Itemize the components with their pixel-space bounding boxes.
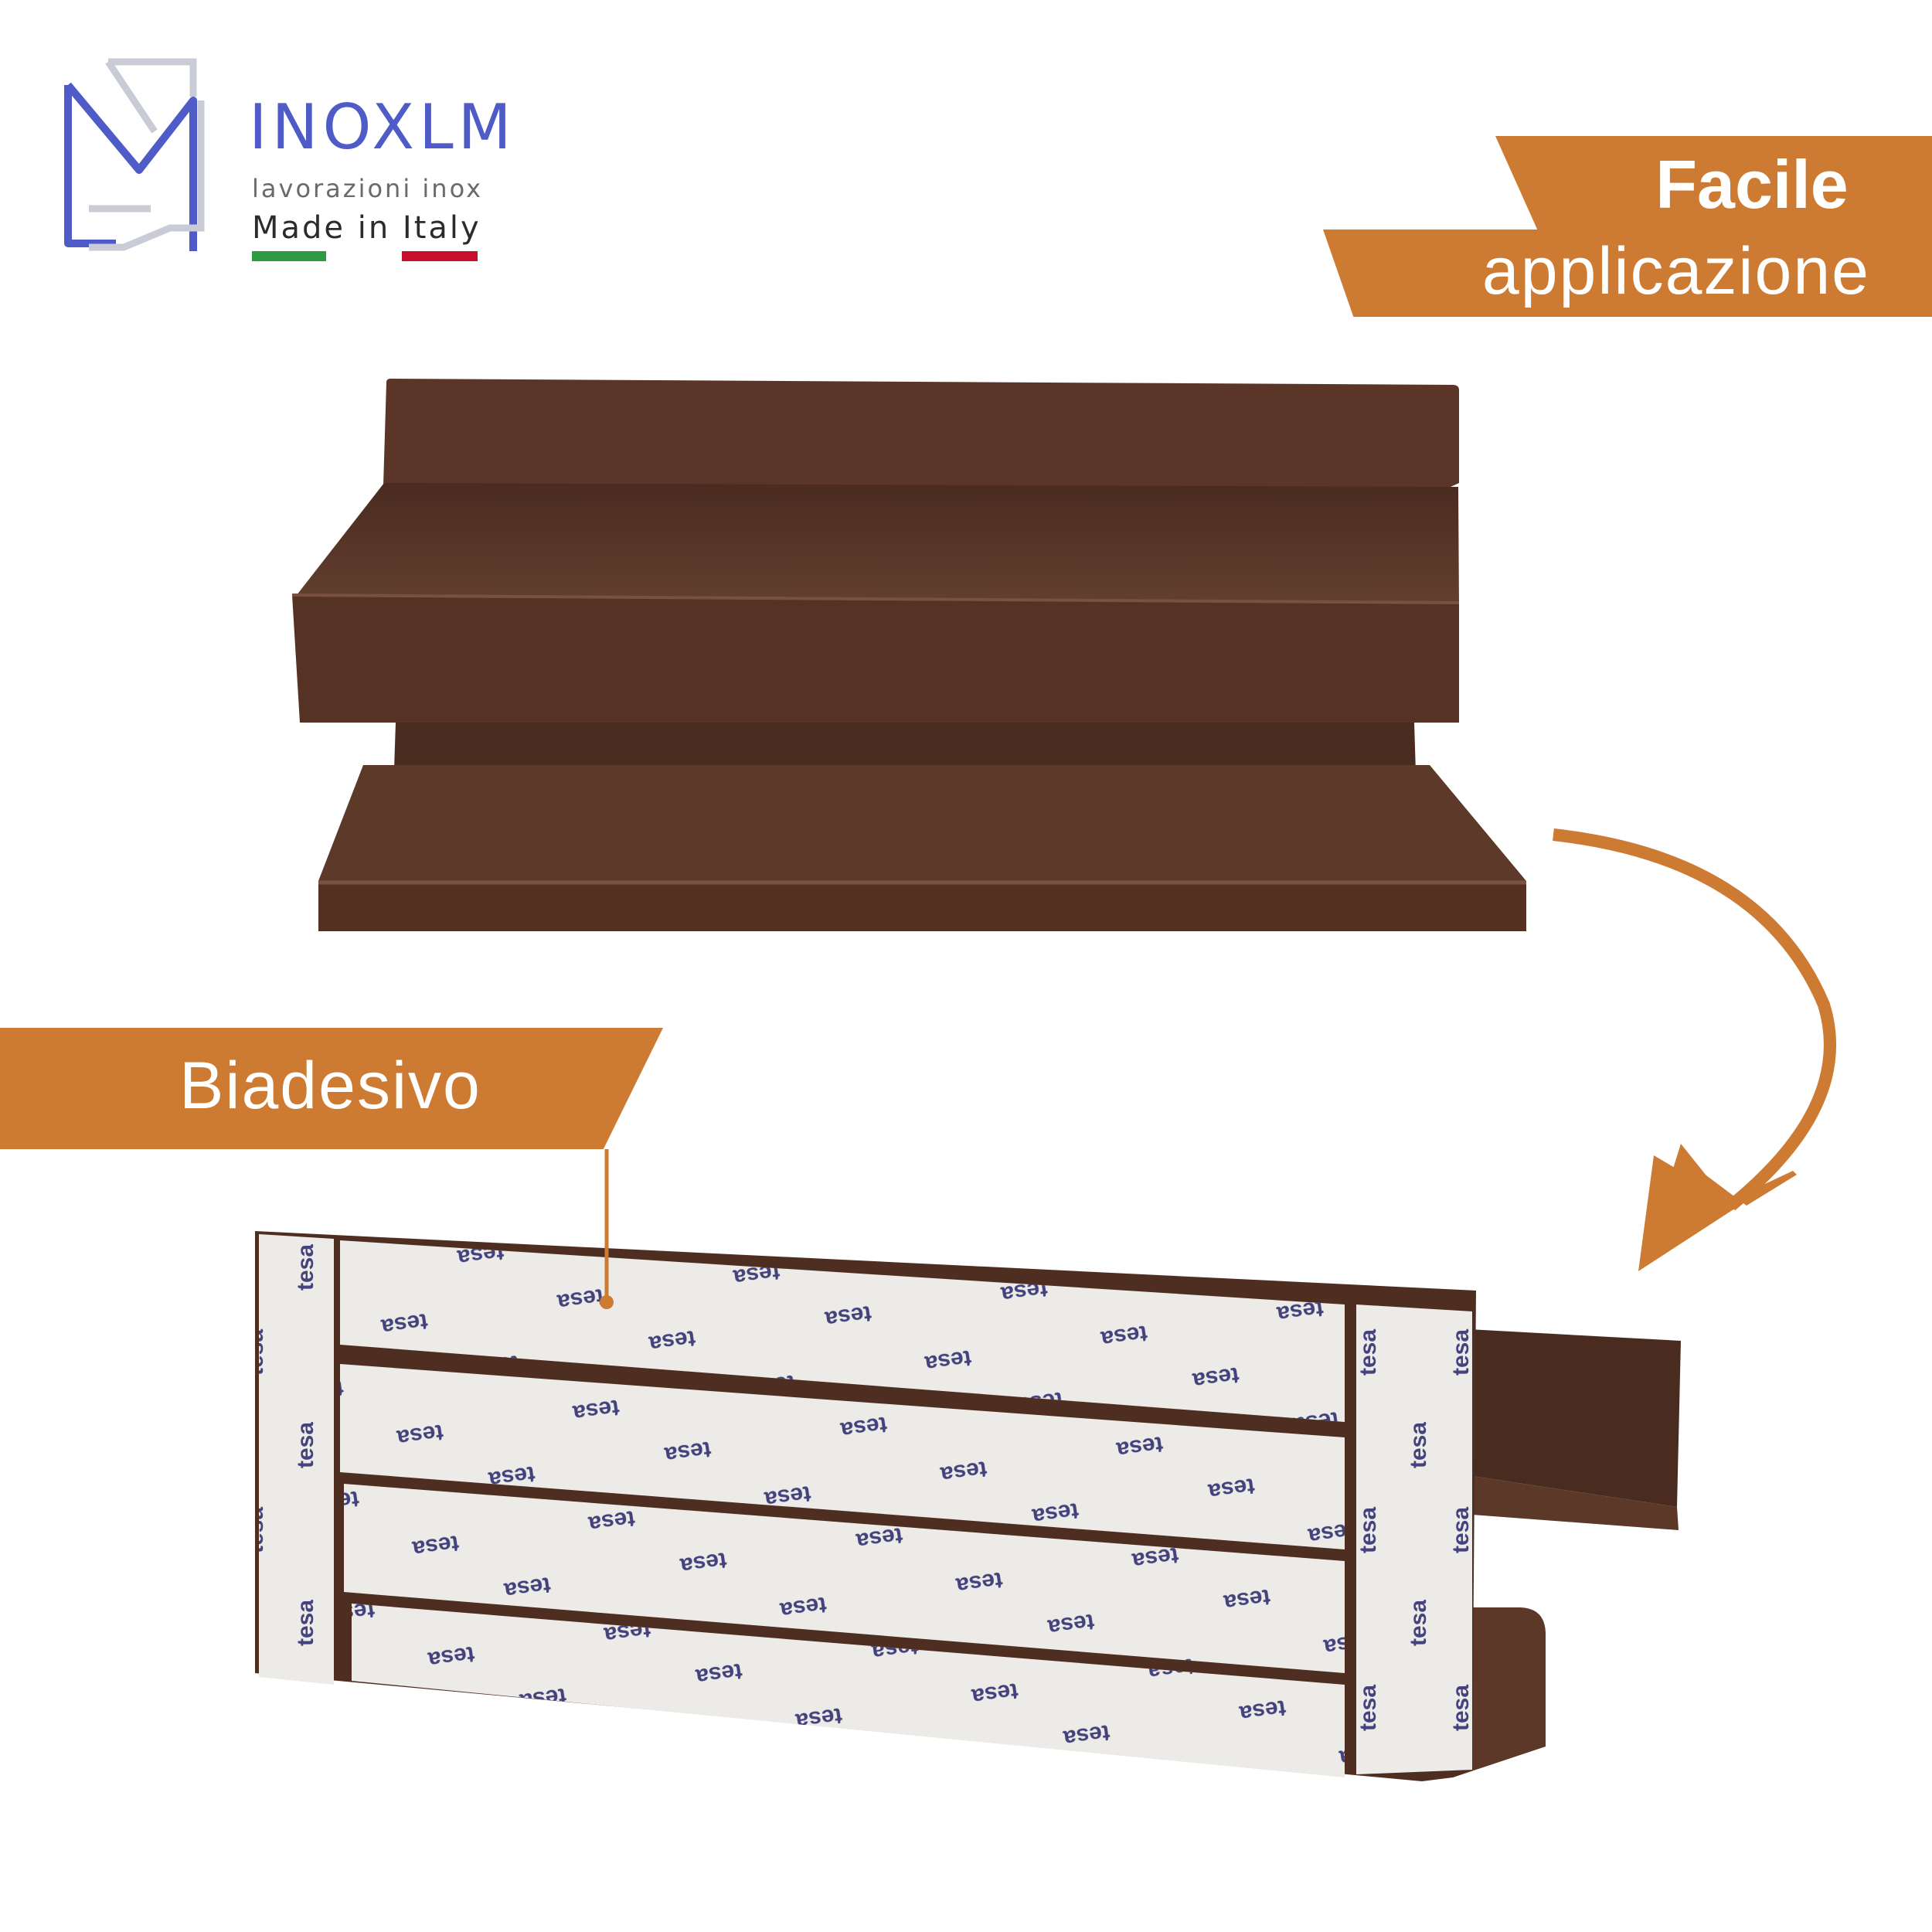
- brand-origin: Made in Italy: [252, 210, 481, 246]
- banner-applicazione-text: applicazione: [1481, 234, 1870, 308]
- brand-name: INOXLM: [249, 91, 516, 163]
- flag-red-stripe: [402, 251, 478, 261]
- pointer-line-icon: [600, 1149, 614, 1309]
- shelf-top-view: [291, 379, 1526, 931]
- shelf-back-view: [255, 1231, 1681, 1781]
- logo-mark-icon: [64, 58, 205, 251]
- banner-facile-text: Facile: [1655, 146, 1849, 223]
- banner-applicazione: [1323, 230, 1932, 317]
- banner-biadesivo: [0, 1028, 663, 1149]
- banner-facile: [1495, 136, 1932, 233]
- brand-tagline: lavorazioni inox: [252, 174, 484, 203]
- banner-biadesivo-text: Biadesivo: [179, 1049, 481, 1123]
- flag-green-stripe: [252, 251, 326, 261]
- curved-arrow-icon: [1553, 828, 1836, 1271]
